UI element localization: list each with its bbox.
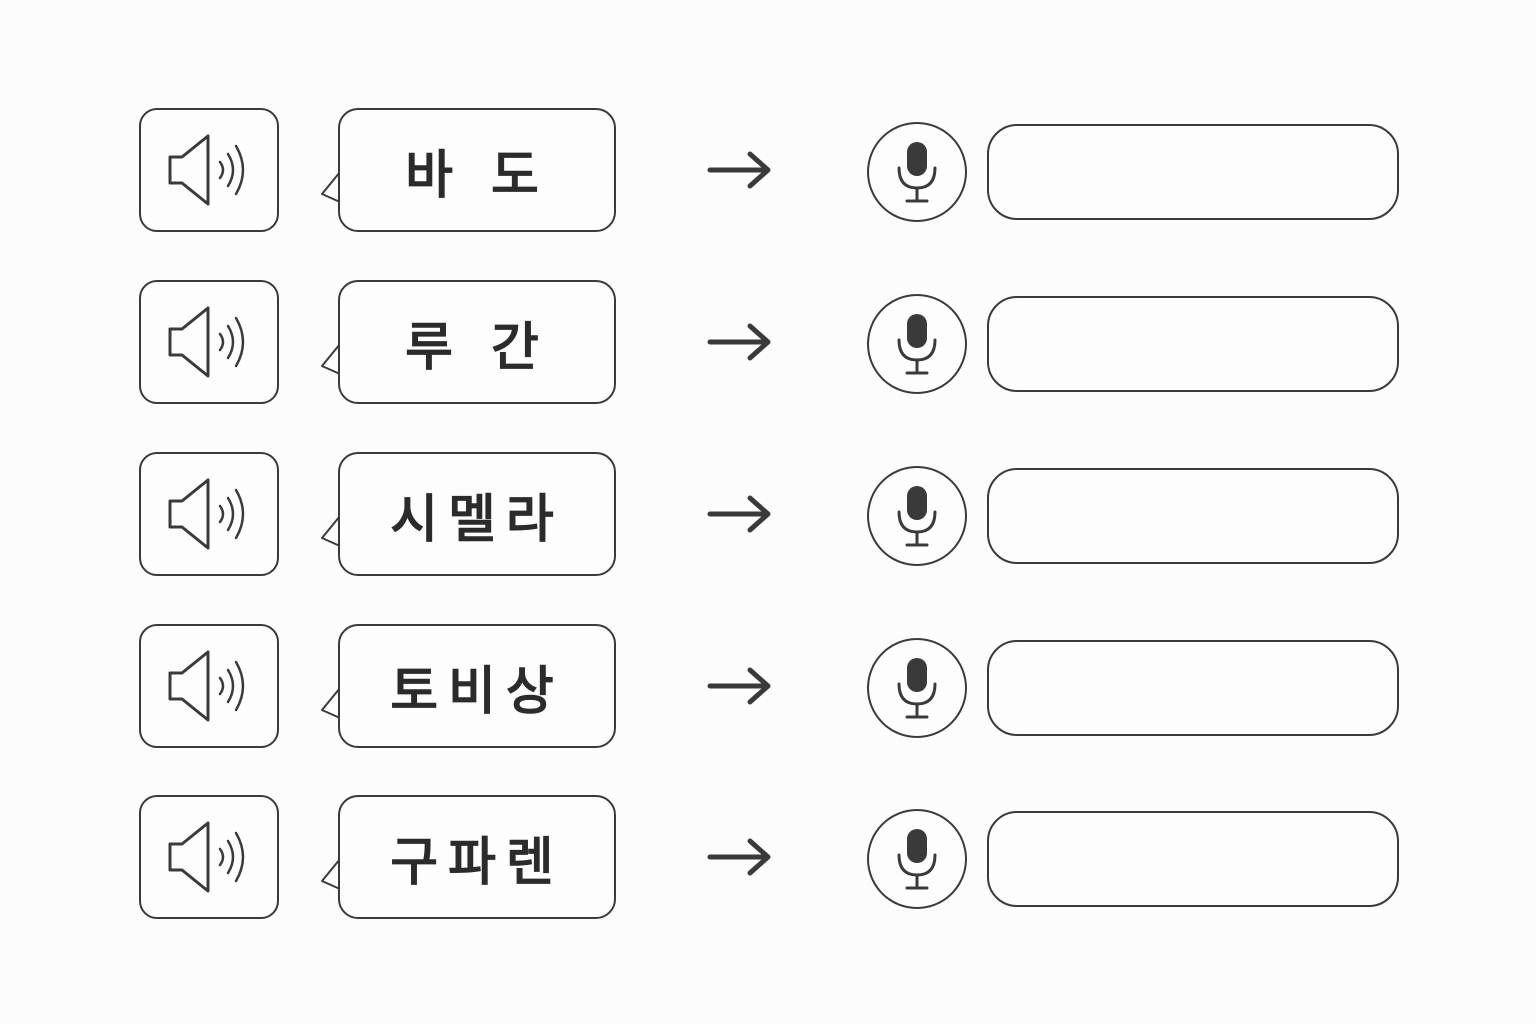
play-audio-button[interactable]	[139, 624, 279, 748]
record-button[interactable]	[867, 638, 967, 738]
arrow-right-icon	[707, 667, 771, 705]
word-bubble: 루 간	[338, 280, 616, 404]
answer-field[interactable]	[987, 811, 1399, 907]
word-text: 루 간	[405, 317, 549, 378]
word-bubble: 바 도	[338, 108, 616, 232]
bubble-tail	[321, 858, 341, 890]
speaker-icon	[168, 650, 245, 722]
answer-field[interactable]	[987, 468, 1399, 564]
play-audio-button[interactable]	[139, 795, 279, 919]
exercise-row: 루 간	[0, 280, 1536, 410]
record-button[interactable]	[867, 122, 967, 222]
word-bubble: 시멜라	[338, 452, 616, 576]
arrow-right-icon	[707, 838, 771, 876]
play-audio-button[interactable]	[139, 280, 279, 404]
word-text: 시멜라	[390, 489, 564, 550]
bubble-tail	[321, 343, 341, 375]
bubble-tail	[321, 171, 341, 203]
bubble-tail	[321, 687, 341, 719]
speaker-icon	[168, 478, 245, 550]
play-audio-button[interactable]	[139, 452, 279, 576]
word-text: 구파렌	[390, 832, 564, 893]
answer-field[interactable]	[987, 640, 1399, 736]
record-button[interactable]	[867, 809, 967, 909]
microphone-icon	[897, 142, 937, 203]
exercise-row: 토비상	[0, 624, 1536, 754]
arrow-right-icon	[707, 151, 771, 189]
bubble-tail	[321, 515, 341, 547]
microphone-icon	[897, 829, 937, 890]
arrow-right-icon	[707, 495, 771, 533]
arrow-right-icon	[707, 323, 771, 361]
exercise-row: 구파렌	[0, 795, 1536, 925]
record-button[interactable]	[867, 466, 967, 566]
record-button[interactable]	[867, 294, 967, 394]
play-audio-button[interactable]	[139, 108, 279, 232]
word-bubble: 구파렌	[338, 795, 616, 919]
microphone-icon	[897, 658, 937, 719]
word-text: 토비상	[390, 661, 564, 722]
speaker-icon	[168, 134, 245, 206]
word-text: 바 도	[405, 145, 549, 206]
speaker-icon	[168, 821, 245, 893]
microphone-icon	[897, 314, 937, 375]
answer-field[interactable]	[987, 124, 1399, 220]
exercise-row: 시멜라	[0, 452, 1536, 582]
speaker-icon	[168, 306, 245, 378]
word-bubble: 토비상	[338, 624, 616, 748]
microphone-icon	[897, 486, 937, 547]
answer-field[interactable]	[987, 296, 1399, 392]
exercise-row: 바 도	[0, 108, 1536, 238]
